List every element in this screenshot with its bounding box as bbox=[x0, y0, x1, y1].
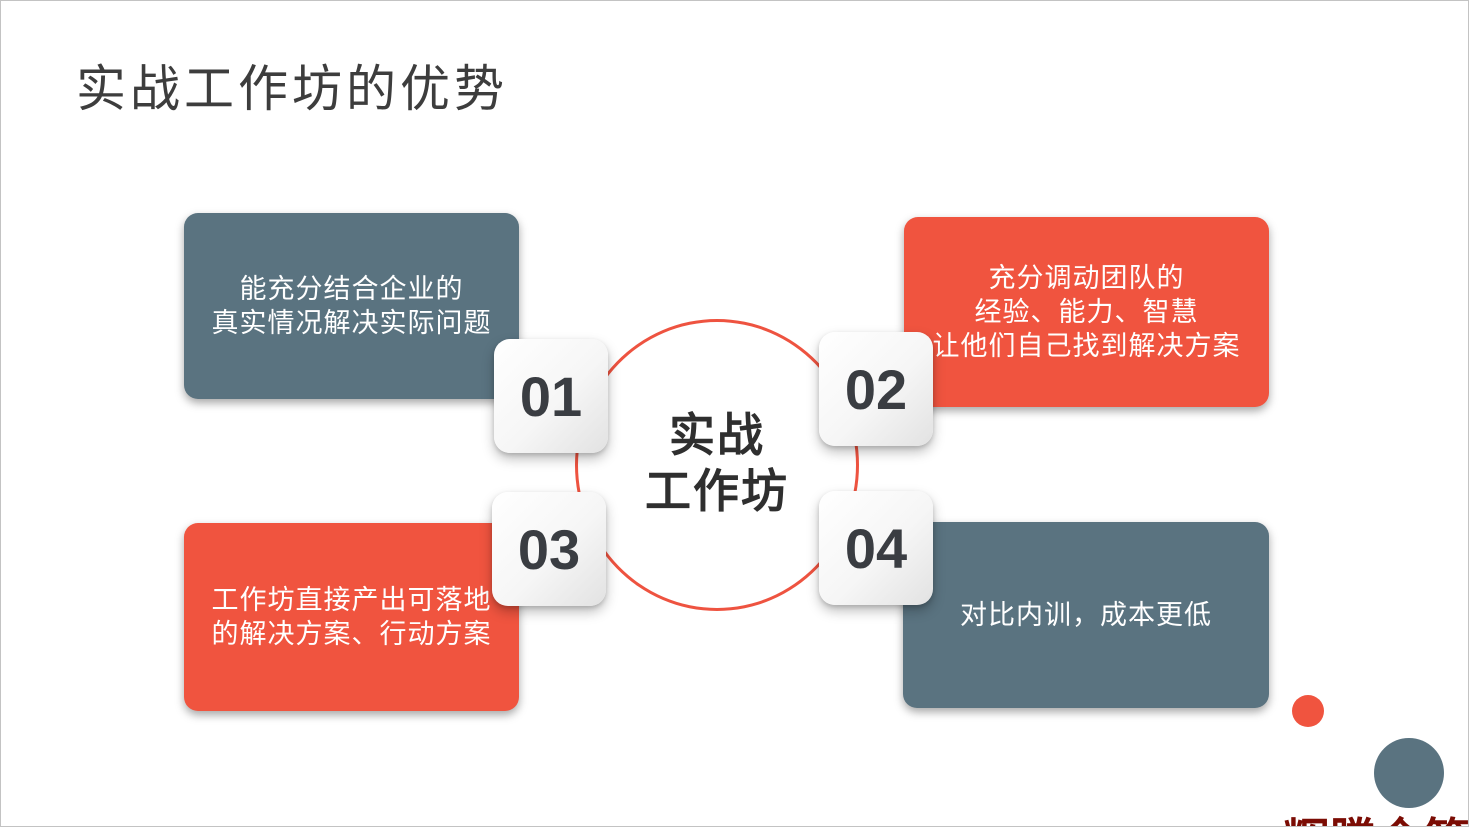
benefit-box-bottom-right: 对比内训，成本更低 bbox=[903, 522, 1269, 708]
benefit-text-line: 充分调动团队的 bbox=[988, 263, 1185, 293]
center-circle-label: 实战 工作坊 bbox=[575, 317, 859, 609]
page-title: 实战工作坊的优势 bbox=[76, 61, 508, 117]
company-watermark-text: 辉腾企管 bbox=[1283, 804, 1468, 826]
benefit-text-line: 的解决方案、行动方案 bbox=[211, 619, 492, 649]
benefit-box-top-right: 充分调动团队的 经验、能力、智慧 让他们自己找到解决方案 bbox=[904, 217, 1269, 407]
step-number-badge-01: 01 bbox=[494, 339, 608, 453]
benefit-text-line: 工作坊直接产出可落地 bbox=[211, 585, 492, 615]
slate-circle-decoration bbox=[1374, 738, 1444, 808]
center-label-line: 实战 bbox=[669, 408, 765, 461]
benefit-box-top-left: 能充分结合企业的 真实情况解决实际问题 bbox=[184, 213, 519, 399]
step-number-badge-02: 02 bbox=[819, 332, 933, 446]
benefit-text-line: 真实情况解决实际问题 bbox=[211, 308, 492, 338]
orange-dot-decoration bbox=[1292, 695, 1324, 727]
benefit-text-line: 让他们自己找到解决方案 bbox=[932, 331, 1241, 361]
benefit-text-line: 经验、能力、智慧 bbox=[974, 297, 1199, 327]
step-number-badge-03: 03 bbox=[492, 492, 606, 606]
step-number-text: 03 bbox=[517, 517, 581, 581]
step-number-badge-04: 04 bbox=[819, 491, 933, 605]
benefit-text-line: 能充分结合企业的 bbox=[239, 274, 464, 304]
step-number-text: 01 bbox=[519, 364, 583, 428]
benefit-box-bottom-left: 工作坊直接产出可落地 的解决方案、行动方案 bbox=[184, 523, 519, 711]
center-circle-ring bbox=[575, 319, 859, 611]
center-label-line: 工作坊 bbox=[645, 465, 789, 517]
step-number-text: 04 bbox=[844, 516, 908, 580]
benefit-text-line: 对比内训，成本更低 bbox=[960, 600, 1212, 630]
step-number-text: 02 bbox=[844, 357, 908, 421]
